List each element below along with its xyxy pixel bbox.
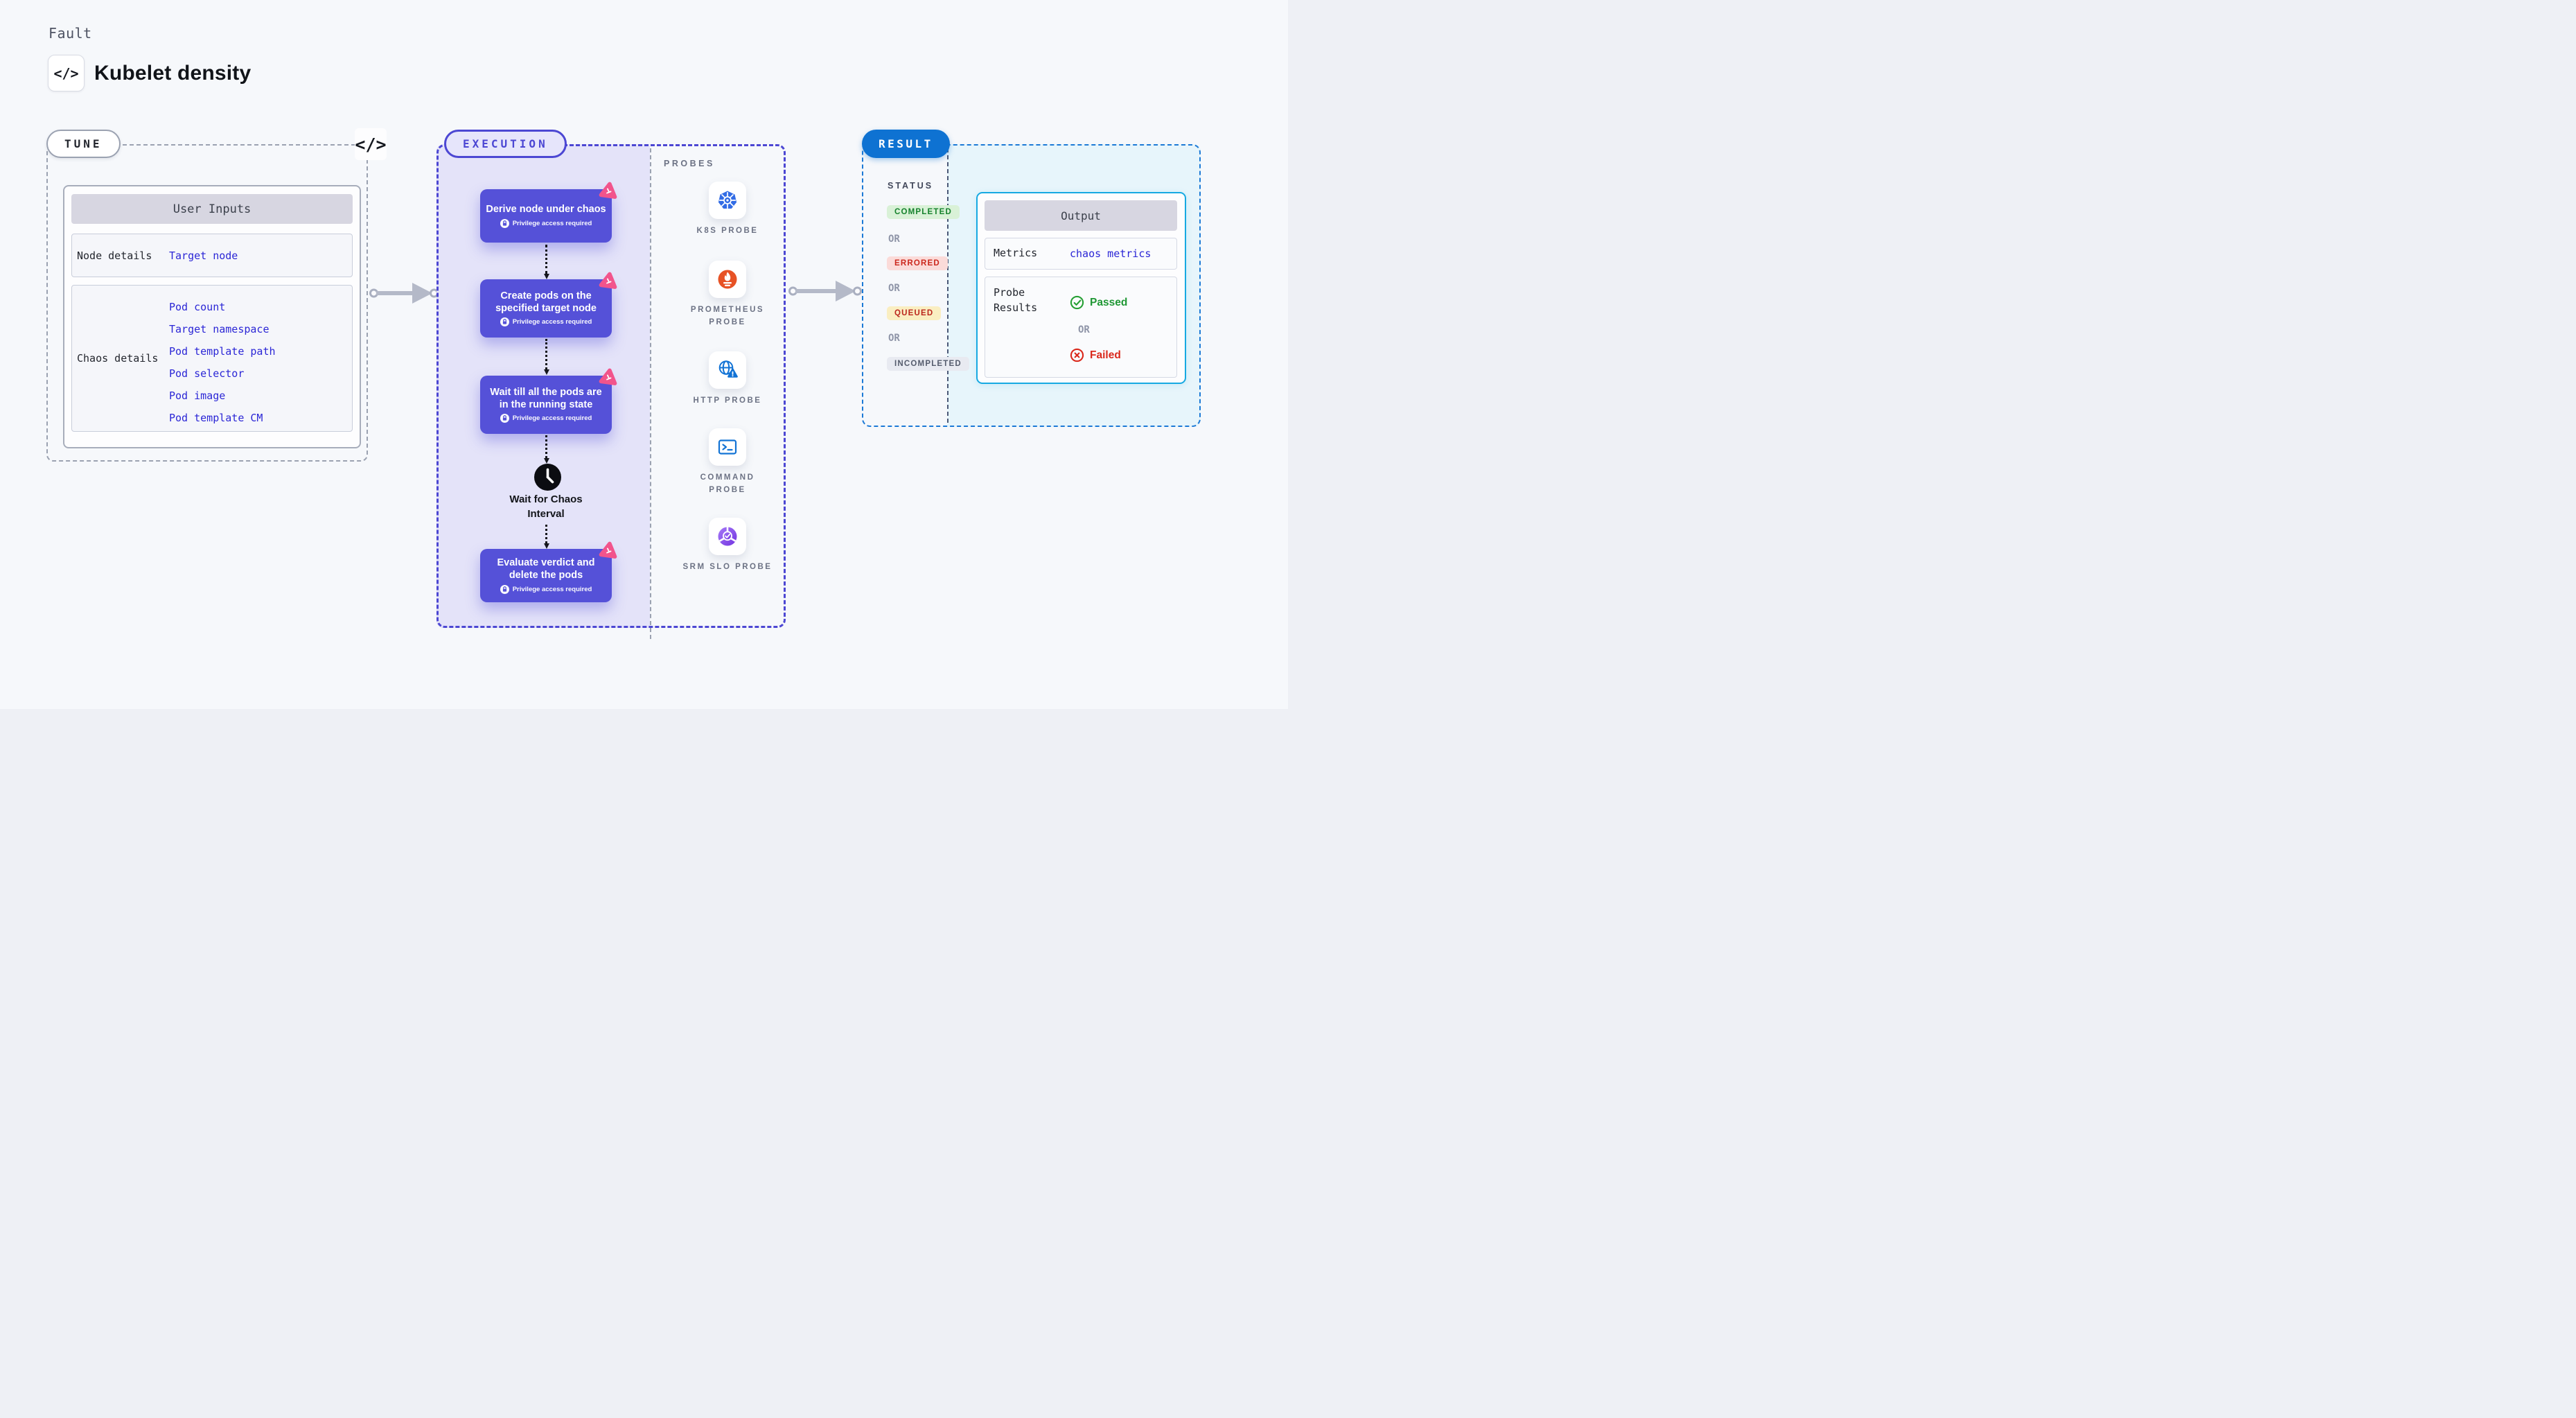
probe-http: HTTP PROBE <box>682 351 773 408</box>
x-circle-icon <box>1070 348 1084 362</box>
tune-section-box <box>46 144 368 462</box>
globe-warning-icon <box>709 351 746 389</box>
execution-section-box <box>436 144 786 628</box>
connector-arrow-icon <box>544 435 549 464</box>
page-title: Kubelet density <box>94 62 252 85</box>
status-badge-incompleted: INCOMPLETED <box>887 357 969 371</box>
link-pod-selector[interactable]: Pod selector <box>169 367 245 380</box>
verdict-passed: Passed <box>1070 295 1127 310</box>
lock-icon <box>500 414 509 423</box>
user-inputs-card: User Inputs Node details Target node Cha… <box>63 185 361 448</box>
output-row-probe-results: Probe Results Passed OR Failed <box>985 277 1177 378</box>
prometheus-icon <box>709 261 746 298</box>
privilege-label: Privilege access required <box>512 414 592 423</box>
probe-label: SRM SLO PROBE <box>682 563 773 571</box>
lock-icon <box>500 218 509 228</box>
user-inputs-header: User Inputs <box>71 194 353 224</box>
wait-interval-label: Wait for Chaos Interval <box>509 493 583 520</box>
fault-diagram-page: Fault </> Kubelet density TUNE </> User … <box>0 0 1288 709</box>
result-divider <box>947 148 949 423</box>
arrow-tune-to-execution-icon <box>369 282 439 304</box>
terminal-icon <box>709 428 746 466</box>
row-label: Node details <box>77 249 152 262</box>
litmus-chaos-icon <box>599 272 617 289</box>
probes-header: PROBES <box>664 159 715 168</box>
privilege-badge: Privilege access required <box>500 218 592 228</box>
or-separator: OR <box>888 234 900 245</box>
failed-label: Failed <box>1090 349 1121 361</box>
link-target-node[interactable]: Target node <box>169 249 238 262</box>
output-row-metrics: Metrics chaos metrics <box>985 238 1177 270</box>
result-pill: RESULT <box>862 130 950 158</box>
code-icon: </> <box>355 128 387 160</box>
step-derive-node: Derive node under chaos Privilege access… <box>480 182 617 243</box>
litmus-chaos-icon <box>599 541 617 559</box>
connector-arrow-icon <box>544 339 549 375</box>
code-icon: </> <box>48 55 85 91</box>
probe-prometheus: PROMETHEUS PROBE <box>682 261 773 329</box>
verdict-failed: Failed <box>1070 348 1121 362</box>
kubernetes-icon <box>709 182 746 219</box>
step-wait-pods-running: Wait till all the pods are in the runnin… <box>480 368 617 434</box>
table-row-node-details: Node details Target node <box>71 234 353 277</box>
privilege-label: Privilege access required <box>512 318 592 326</box>
litmus-chaos-icon <box>599 182 617 199</box>
privilege-badge: Privilege access required <box>500 317 592 327</box>
arrow-execution-to-result-icon <box>788 280 862 302</box>
probe-command: COMMAND PROBE <box>682 428 773 497</box>
or-separator: OR <box>888 333 900 344</box>
probe-results-label: Probe Results <box>994 286 1038 314</box>
probe-label: COMMAND PROBE <box>700 473 755 494</box>
privilege-label: Privilege access required <box>512 219 592 227</box>
status-badge-completed: COMPLETED <box>887 205 960 219</box>
link-pod-template-path[interactable]: Pod template path <box>169 345 276 358</box>
litmus-chaos-icon <box>599 368 617 385</box>
privilege-badge: Privilege access required <box>500 584 592 594</box>
connector-arrow-icon <box>544 525 549 549</box>
row-label: Chaos details <box>77 352 159 365</box>
link-pod-image[interactable]: Pod image <box>169 389 226 402</box>
status-label: STATUS <box>888 181 934 191</box>
probe-label: PROMETHEUS PROBE <box>690 306 765 326</box>
privilege-label: Privilege access required <box>512 585 592 593</box>
or-separator: OR <box>1078 324 1090 335</box>
link-pod-template-cm[interactable]: Pod template CM <box>169 412 263 424</box>
table-row-chaos-details: Chaos details Pod count Target namespace… <box>71 285 353 432</box>
probe-label: HTTP PROBE <box>693 396 762 405</box>
probe-k8s: K8S PROBE <box>682 182 773 238</box>
probes-divider <box>650 148 651 639</box>
probe-label: K8S PROBE <box>696 227 759 235</box>
output-card: Output Metrics chaos metrics Probe Resul… <box>976 192 1186 384</box>
result-section-box <box>862 144 1201 427</box>
metrics-label: Metrics <box>994 247 1038 260</box>
step-create-pods: Create pods on the specified target node… <box>480 272 617 338</box>
clock-icon <box>534 464 561 491</box>
connector-arrow-icon <box>544 245 549 279</box>
privilege-badge: Privilege access required <box>500 414 592 423</box>
step-title: Derive node under chaos <box>486 204 606 216</box>
step-title: Wait till all the pods are in the runnin… <box>490 386 602 410</box>
status-badge-errored: ERRORED <box>887 256 948 270</box>
tune-pill: TUNE <box>46 130 121 158</box>
passed-label: Passed <box>1090 296 1128 308</box>
or-separator: OR <box>888 283 900 294</box>
step-title: Create pods on the specified target node <box>495 290 597 314</box>
status-badge-queued: QUEUED <box>887 306 942 320</box>
step-evaluate-verdict: Evaluate verdict and delete the pods Pri… <box>480 541 617 602</box>
check-circle-icon <box>1070 295 1084 310</box>
output-header: Output <box>985 200 1177 231</box>
execution-pill: EXECUTION <box>444 130 567 158</box>
probe-srm-slo: SRM SLO PROBE <box>682 518 773 574</box>
lock-icon <box>500 584 509 594</box>
step-title: Evaluate verdict and delete the pods <box>497 557 595 581</box>
fault-eyebrow: Fault <box>48 25 92 42</box>
lock-icon <box>500 317 509 327</box>
link-pod-count[interactable]: Pod count <box>169 301 226 313</box>
link-target-namespace[interactable]: Target namespace <box>169 323 270 335</box>
link-chaos-metrics[interactable]: chaos metrics <box>1070 247 1152 260</box>
slo-dial-icon <box>709 518 746 555</box>
